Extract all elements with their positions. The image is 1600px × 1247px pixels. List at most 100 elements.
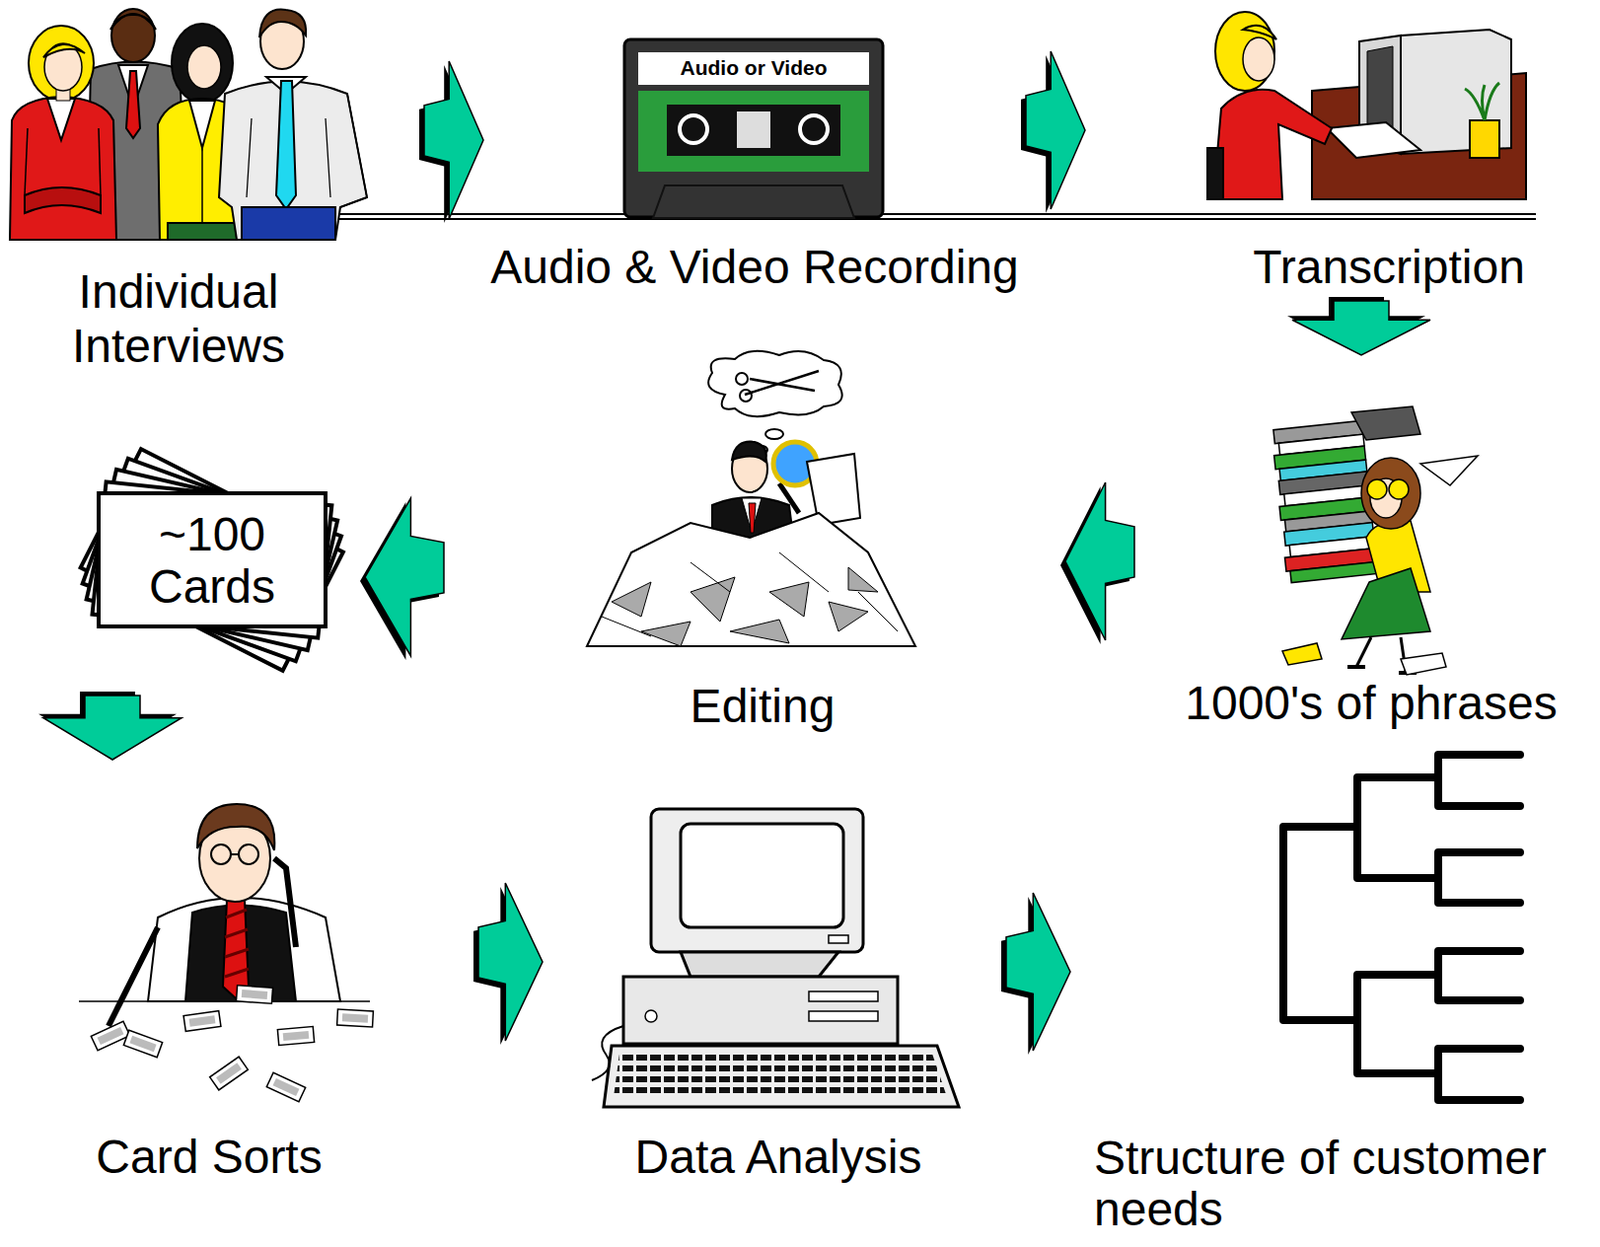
flow-arrow: [424, 61, 484, 219]
stage-caption: Individual Interviews: [50, 264, 307, 373]
computer-illustration: [808, 1011, 878, 1021]
paper-stack-illustration: [1420, 455, 1478, 486]
cassette-illustration: [638, 52, 870, 85]
editor-illustration: [765, 429, 784, 439]
stage-node: Data Analysis: [542, 769, 1007, 1184]
computer-illustration: [645, 1010, 657, 1022]
back-card: [80, 448, 344, 671]
card-sorter-illustration: [123, 1029, 162, 1057]
card-sorter-illustration: [277, 1025, 314, 1045]
people-illustration: [47, 98, 75, 141]
cassette-illustration: [736, 111, 771, 148]
flow-arrow-group: [360, 498, 444, 660]
typist-illustration: [1207, 11, 1527, 200]
typist-illustration: [1242, 37, 1275, 81]
editor-illustration: [744, 370, 819, 395]
stage-node: Structure of customer needs: [1070, 739, 1594, 1241]
editor-illustration: [611, 567, 878, 647]
flow-arrow-group: [473, 882, 543, 1045]
editor-illustration: [735, 372, 748, 385]
tree-illustration: [1283, 754, 1521, 1100]
card-sorter-illustration: [337, 1009, 374, 1027]
stage-node: Audio or VideoAudio & Video Recording: [483, 29, 1026, 311]
back-card: [82, 458, 342, 662]
people-illustration: [241, 207, 336, 240]
typist-illustration: [1215, 11, 1275, 91]
card-sorter-illustration: [230, 853, 239, 856]
card-sorter-illustration: [235, 985, 273, 1004]
people-illustration: [111, 8, 155, 63]
card-stack: ~100 Cards: [69, 414, 365, 696]
flow-arrow: [364, 498, 444, 656]
back-card: [92, 481, 333, 638]
card-sorter-illustration: [183, 1011, 221, 1032]
card-sorter-illustration: [216, 1062, 242, 1084]
stage-caption: Structure of customer needs: [1093, 1132, 1568, 1236]
cassette-illustration: [800, 115, 828, 144]
flow-arrow-group: [1287, 296, 1431, 356]
people-illustration: [276, 80, 296, 210]
card-sorter-illustration: [277, 1025, 314, 1045]
people-illustration: [189, 100, 216, 148]
cassette-illustration: [638, 90, 870, 172]
people-illustration: [167, 222, 239, 240]
front-card: [98, 493, 326, 627]
tree-illustration: [1438, 754, 1521, 806]
card-sorter-illustration: [197, 803, 275, 851]
stage-node: Editing: [443, 364, 1066, 745]
cassette-illustration: [653, 185, 855, 219]
paper-stack-illustration: [1341, 568, 1431, 640]
card-sorter-illustration: [189, 1015, 217, 1027]
typist-illustration: [1464, 82, 1500, 121]
cassette-illustration: [624, 39, 883, 219]
stage-node: Transcription: [1085, 0, 1584, 301]
people-illustration: [218, 81, 367, 241]
flow-arrow: [1292, 300, 1431, 356]
editor-illustration: [741, 498, 762, 533]
card-sorter-illustration: [123, 1029, 162, 1057]
paper-stack-illustration: [1361, 457, 1421, 529]
card-sorter-illustration: [90, 1020, 130, 1051]
stage-caption: Card Sorts: [51, 1129, 367, 1184]
paper-stack-illustration: [1290, 562, 1379, 583]
computer-illustration: [828, 935, 849, 944]
card-sorter-illustration: [337, 1009, 374, 1027]
card-sorter-illustration: [90, 985, 373, 1102]
paper-stack-illustration: [1367, 479, 1387, 500]
tree-illustration: [1283, 826, 1358, 1020]
card-sorter-illustration: [224, 909, 249, 977]
card-sorter-illustration: [129, 1035, 156, 1052]
paper-stack-illustration: [1351, 406, 1421, 440]
people-illustration: [98, 128, 101, 196]
paper-stack-illustration: [1271, 406, 1478, 675]
flow-arrow: [478, 882, 543, 1041]
cassette-illustration: [679, 115, 708, 144]
card-sorter-illustration: [97, 1026, 125, 1045]
card-sorter-illustration: [283, 1030, 310, 1041]
card-sorter-illustration: [78, 803, 373, 1102]
card-sorter-illustration: [108, 927, 158, 1026]
people-illustration: [201, 147, 204, 223]
typist-illustration: [1326, 122, 1421, 158]
card-sorter-illustration: [90, 1020, 130, 1051]
card-sorter-illustration: [238, 844, 259, 865]
flow-arrow-group: [1001, 892, 1071, 1055]
people-illustration: [246, 118, 252, 198]
stage-node: Card Sorts: [29, 759, 479, 1184]
people-illustration: [24, 187, 101, 214]
flow-arrow-group: [1060, 482, 1135, 645]
editor-illustration: [708, 351, 843, 417]
people-illustration: [9, 96, 117, 240]
flow-arrow: [43, 695, 182, 760]
editor-illustration: [739, 389, 752, 402]
cassette-illustration: [624, 39, 883, 218]
card-sorter-illustration: [241, 989, 268, 1000]
cassette-label: Audio or Video: [639, 51, 869, 85]
typist-illustration: [1469, 120, 1500, 158]
people-illustration: [325, 118, 331, 198]
card-sorter-illustration: [183, 1011, 221, 1032]
people-illustration: [259, 9, 306, 38]
stage-caption: Editing: [565, 678, 960, 733]
card-sorter-illustration: [78, 1000, 370, 1003]
